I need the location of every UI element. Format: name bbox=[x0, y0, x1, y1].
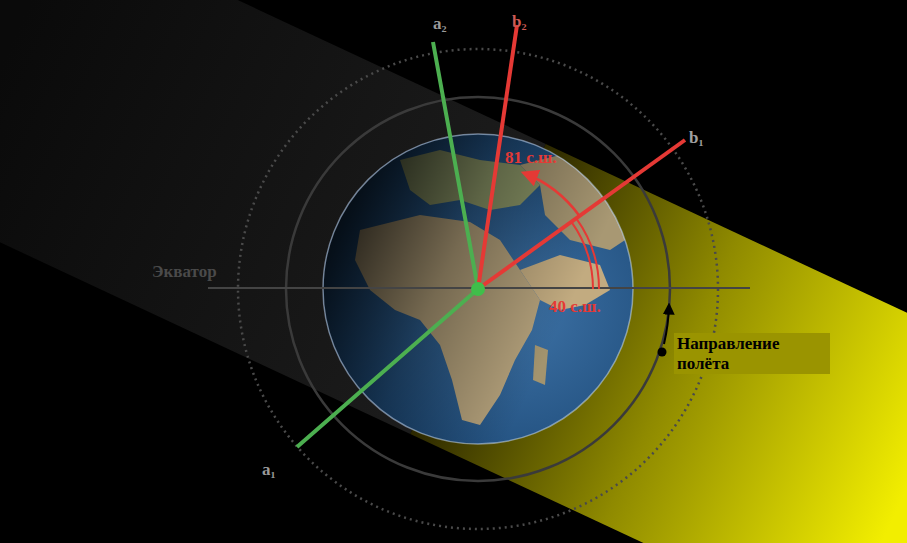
equator-label: Экватор bbox=[152, 262, 217, 282]
line-label: b₁ bbox=[689, 128, 704, 148]
flight-direction-label: Направление полёта bbox=[674, 333, 830, 374]
line-label: b₂ bbox=[512, 12, 527, 32]
angle-label: 81 с.ш. bbox=[505, 148, 557, 168]
line-label: a₂ bbox=[433, 14, 447, 34]
angle-label: 40 с.ш. bbox=[549, 297, 601, 317]
line-label: a₁ bbox=[262, 460, 276, 480]
